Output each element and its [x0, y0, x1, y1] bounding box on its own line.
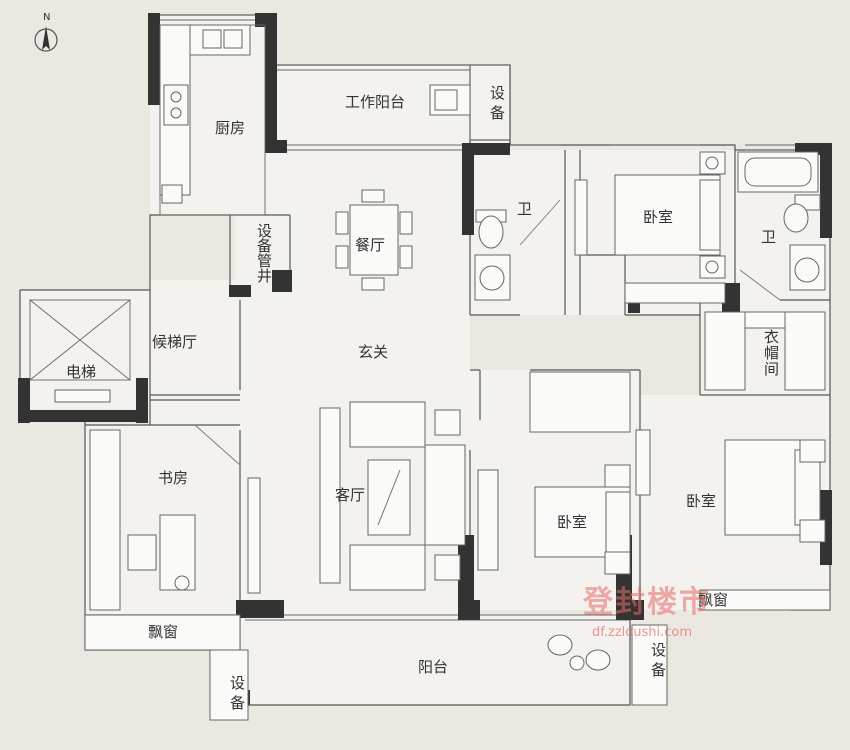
bedroom2-furniture [529, 371, 651, 575]
master-bedroom-furniture [699, 439, 831, 611]
label-work-balcony: 工作阳台 [345, 93, 405, 111]
label-equipment-bottom-left: 设备 [230, 674, 245, 712]
study-furniture [84, 424, 261, 651]
dining-set [335, 189, 413, 291]
balcony-fixtures [429, 64, 511, 141]
bath1-fixtures [474, 199, 561, 301]
bedroom1-furniture [574, 151, 726, 304]
label-elevator: 电梯 [66, 363, 96, 381]
label-bedroom2: 卧室 [557, 513, 587, 531]
cloakroom-fixtures [704, 311, 826, 391]
label-shaft: 设备管井 [257, 222, 272, 285]
label-bay-window-master: 飘窗 [698, 591, 728, 609]
label-study: 书房 [158, 469, 188, 487]
label-bath2: 卫 [761, 228, 776, 246]
label-dining: 餐厅 [355, 236, 385, 254]
label-balcony: 阳台 [418, 658, 448, 676]
label-foyer: 玄关 [358, 343, 388, 361]
balcony-plants [209, 624, 668, 721]
watermark-url: df.zzloushi.com [592, 625, 692, 640]
label-master-bedroom: 卧室 [686, 492, 716, 510]
watermark-brand: 登封楼市 [582, 585, 711, 620]
compass: N [34, 12, 58, 52]
elevator-shaft [29, 299, 131, 403]
kitchen-fixtures [159, 24, 266, 216]
bath2-fixtures [737, 151, 826, 301]
label-living: 客厅 [335, 486, 365, 504]
label-bath1: 卫 [517, 200, 532, 218]
label-bay-window-study: 飘窗 [148, 623, 178, 641]
room-labels: 厨房 工作阳台 餐厅 卫 卧室 卫 电梯 候梯厅 玄关 书房 客厅 卧室 卧室 … [66, 93, 776, 676]
label-kitchen: 厨房 [215, 119, 245, 137]
watermark: 登封楼市 df.zzloushi.com [582, 585, 711, 640]
label-equipment-top: 设备 [490, 84, 505, 122]
label-equipment-bottom-right: 设备 [651, 641, 666, 679]
vertical-labels: 设备 设备管井 衣帽间 设备 设备 [230, 84, 779, 712]
compass-north-label: N [43, 12, 50, 23]
label-bedroom1: 卧室 [643, 208, 673, 226]
living-furniture [319, 401, 499, 591]
label-elevator-hall: 候梯厅 [152, 333, 197, 351]
label-cloakroom: 衣帽间 [764, 328, 779, 378]
